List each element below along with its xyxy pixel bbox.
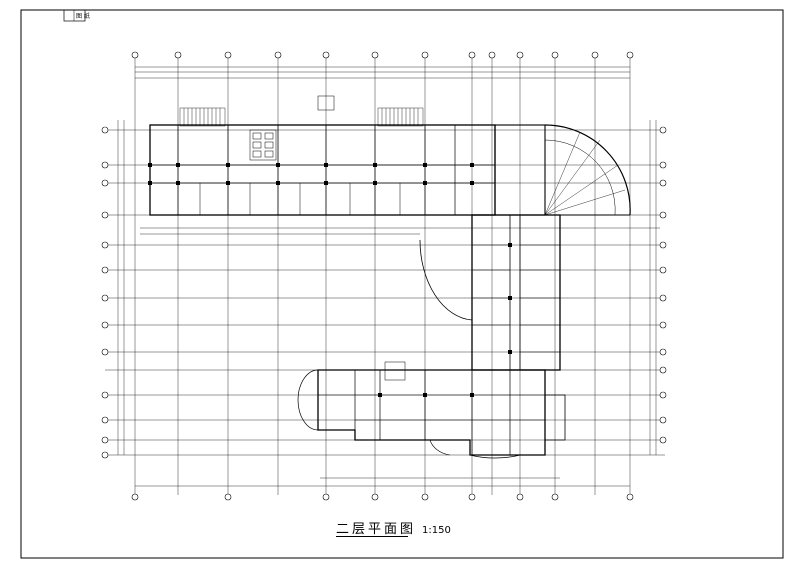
axis-grid-vertical <box>134 55 631 495</box>
dimension-chains <box>117 66 660 487</box>
corner-title-box <box>63 9 86 22</box>
toilet-block <box>249 95 335 161</box>
axis-bubbles-left <box>101 126 109 459</box>
axis-bubbles-right <box>659 126 667 444</box>
north-stair-right <box>377 107 424 127</box>
corner-title-label: 图 纸 <box>76 13 90 20</box>
axis-bubbles-bottom <box>131 493 634 501</box>
structural-columns <box>148 163 512 397</box>
curved-stair-tower <box>494 124 631 216</box>
north-wing <box>149 124 496 216</box>
axis-grid-horizontal <box>105 129 665 456</box>
sheet-border <box>20 9 784 559</box>
axis-bubbles-top <box>131 51 634 59</box>
drawing-scale: 1:150 <box>422 525 451 536</box>
north-stair-left <box>179 107 226 127</box>
east-wing <box>419 214 561 371</box>
drawing-title: 二层平面图 <box>336 522 417 537</box>
south-wing <box>297 361 566 459</box>
title-underline <box>336 536 408 537</box>
drawing-title-block: 二层平面图 1:150 <box>336 518 476 538</box>
